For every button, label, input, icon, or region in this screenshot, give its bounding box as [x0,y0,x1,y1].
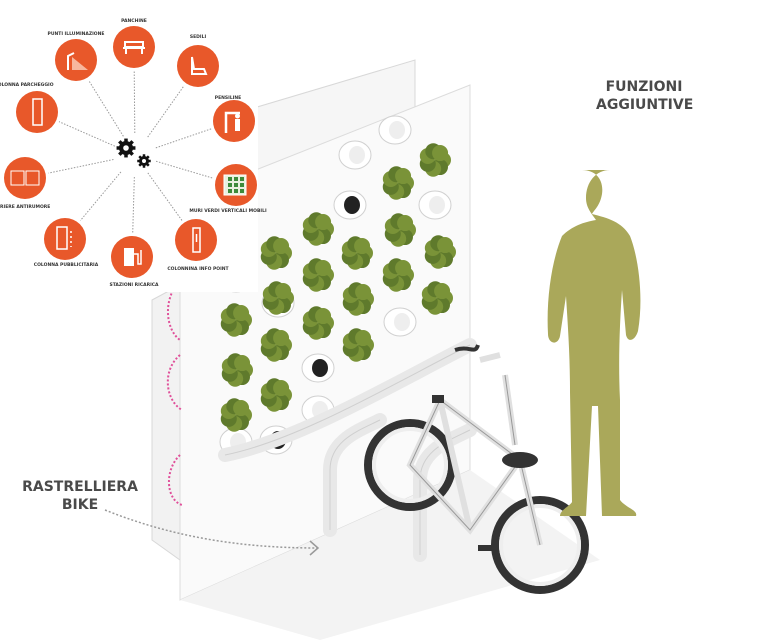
function-item-icon [113,26,155,68]
plant [341,236,373,270]
plant [302,306,334,340]
function-label: COLONNINA INFO POINT [167,267,229,272]
function-item-icon [111,236,153,278]
function-item-icon [16,91,58,133]
noise-barrier-icon [10,170,40,186]
connector-line [133,70,136,134]
green-wall-icon [223,174,247,196]
bike-front-wheel [491,496,589,594]
function-label: PUNTI ILLUMINAZIONE [47,32,105,37]
plant [302,212,334,246]
pod-opening [429,196,445,214]
plant [220,398,252,432]
plant [260,236,292,270]
plant [419,143,451,177]
pod-opening [394,313,410,331]
bike-saddle [502,452,538,468]
bike-line: BIKE [61,497,99,513]
function-label: SEDILI [189,35,207,40]
side-panel [151,284,181,561]
orange-circle [213,100,255,142]
orange-circle [44,218,86,260]
function-item-icon [215,164,257,206]
connector-line [132,176,135,234]
plant [221,353,253,387]
connector-line [79,171,122,221]
plant [382,258,414,292]
orange-circle [4,157,46,199]
orange-circle [177,45,219,87]
functions-diagram-graphic [4,26,257,278]
pink-dotted-outline [166,279,183,506]
plant [260,328,292,362]
function-item-icon [213,100,255,142]
arrow-head-icon [309,540,320,556]
rastrelliera-line: RASTRELLIERA [22,479,138,495]
pod-opening [389,121,405,139]
plant [220,303,252,337]
person-silhouette [547,170,641,516]
connector-line [48,159,114,174]
orange-circle [55,39,97,81]
function-label: PANCHINE [121,19,147,24]
connector-line [155,128,212,149]
funzioni-aggiuntive-label: FUNZIONI AGGIUNTIVE [596,78,694,114]
orange-circle [16,91,58,133]
plant [384,213,416,247]
aggiuntive-line: AGGIUNTIVE [596,97,694,113]
advertising-column-icon [56,226,72,250]
plant [342,282,374,316]
function-label: COLONNA PARCHEGGIO [0,83,54,88]
plant [262,281,294,315]
function-item-icon [44,218,86,260]
plant [302,258,334,292]
function-label: COLONNA PUBBLICITARIA [33,263,99,268]
connector-line [58,121,116,147]
bike-pedal [478,545,492,551]
functions-diagram: PANCHINE SEDILI PENSILINE MURI VERDI VERTIC… [0,0,267,292]
function-label: MURI VERDI VERTICALI MOBILI [189,209,267,214]
ground-shadow [180,470,600,640]
seat-icon [191,56,208,75]
function-label: PENSILINE [214,96,242,101]
plant [382,166,414,200]
connector-line [155,160,214,179]
function-item-icon [175,219,217,261]
plant [421,281,453,315]
bus-shelter-icon [224,111,240,133]
function-label: BARRIERE ANTIRUMORE [0,205,51,210]
function-label: STAZIONI RICARICA [109,283,159,288]
connector-line [147,172,183,221]
parking-column-icon [32,98,43,126]
connector-line [88,80,124,137]
charging-station-icon [124,248,142,266]
pod-opening [344,196,360,214]
connector-line [147,85,185,138]
pod-opening [349,146,365,164]
rastrelliera-arrow [104,509,319,549]
plant [260,378,292,412]
street-light-icon [67,52,88,70]
gear-icon [116,138,136,158]
function-item-icon [4,157,46,199]
gear-icon [137,154,151,168]
info-point-icon [192,227,201,253]
funzioni-line: FUNZIONI [605,79,683,95]
pod-opening [312,359,328,377]
plant [424,235,456,269]
function-item-icon [177,45,219,87]
bike [364,344,589,594]
rastrelliera-bike-label: RASTRELLIERA BIKE [22,478,138,514]
bench-icon [123,41,145,54]
function-item-icon [55,39,97,81]
plant [342,328,374,362]
plants [220,143,456,432]
